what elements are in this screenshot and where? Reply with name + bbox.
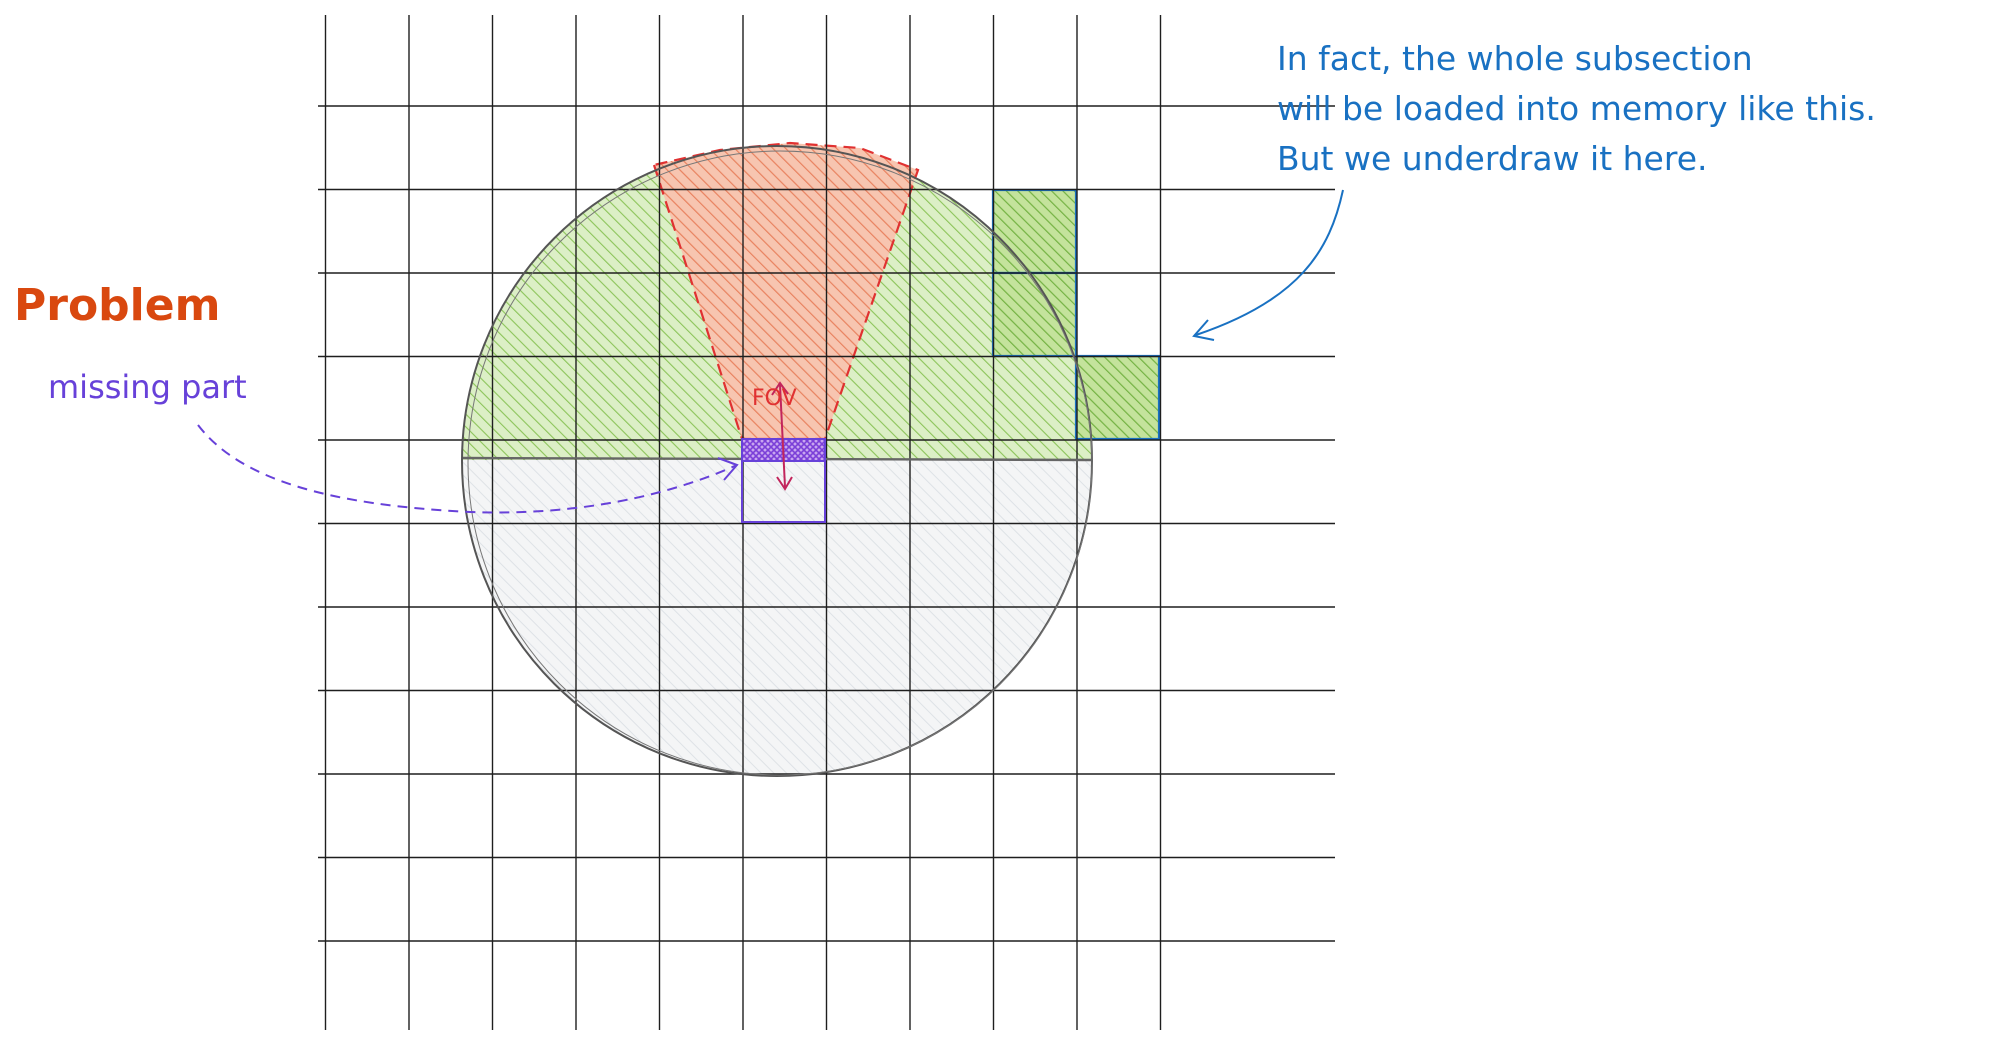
note-block: In fact, the whole subsection will be lo… <box>1277 39 1876 178</box>
fov-label: FOV <box>752 386 797 411</box>
subsection-cell <box>991 271 1078 358</box>
note-line-1: In fact, the whole subsection <box>1277 39 1753 78</box>
missing-part-arrow <box>197 424 739 514</box>
note-line-3: But we underdraw it here. <box>1277 139 1708 178</box>
subsection-cell <box>1074 354 1161 441</box>
problem-title: Problem <box>14 280 220 331</box>
note-line-2: will be loaded into memory like this. <box>1277 89 1876 128</box>
view-circle-sketch <box>467 150 1093 776</box>
subsection-cell <box>991 188 1078 275</box>
missing-part-label: missing part <box>48 368 247 406</box>
grid <box>318 15 1335 1030</box>
fov-direction-arrow <box>771 381 793 491</box>
circle-lower-half <box>462 457 1092 776</box>
note-arrow <box>1192 189 1344 341</box>
